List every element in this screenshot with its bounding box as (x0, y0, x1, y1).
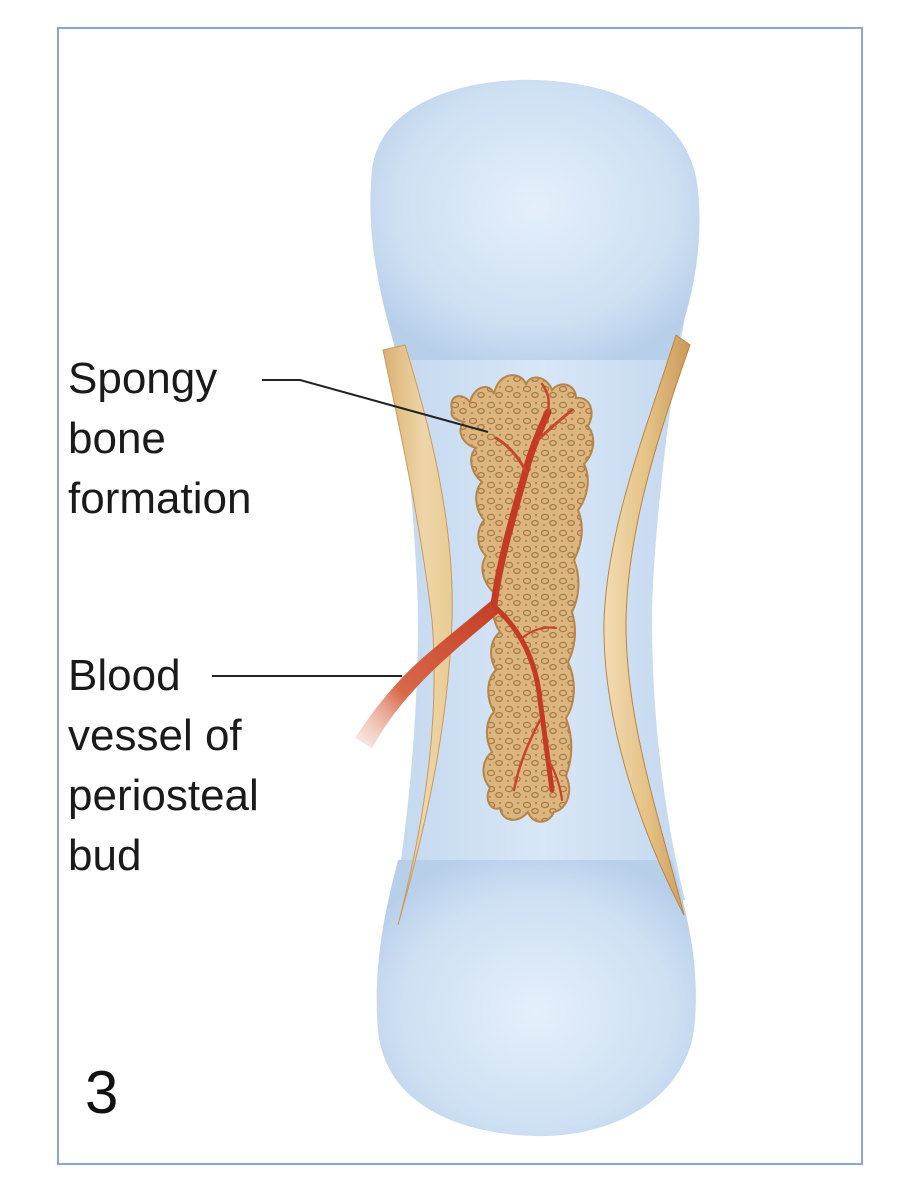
label-spongy-bone-formation: Spongy bone formation (68, 349, 251, 529)
blood-vessel-branch-down-left (512, 718, 542, 792)
blood-vessel-branch-mid (518, 626, 558, 642)
blood-vessel-branch-up-top (540, 382, 550, 414)
bone-collar-left (382, 344, 453, 926)
label-vessel-line-4: bud (68, 831, 142, 880)
cartilage-epiphysis-top (370, 79, 700, 361)
blood-vessel-branch-up-right (536, 408, 574, 442)
blood-vessel-branch-up (490, 408, 552, 608)
blood-vessel (355, 382, 574, 802)
leader-line-spongy-bone (262, 379, 489, 433)
label-spongy-line-1: Spongy (68, 354, 218, 403)
label-blood-vessel: Blood vessel of periosteal bud (68, 646, 259, 886)
blood-vessel-trunk (355, 600, 500, 748)
label-spongy-line-2: bone (68, 414, 166, 463)
label-vessel-line-2: vessel of (68, 711, 242, 760)
step-number: 3 (85, 1059, 119, 1126)
cartilage-epiphysis-bottom (376, 860, 696, 1137)
label-vessel-line-3: periosteal (68, 771, 259, 820)
blood-vessel-branch-up-left (494, 436, 528, 474)
bone-collar-right (603, 334, 691, 916)
spongy-bone-mass (450, 374, 595, 823)
label-vessel-line-1: Blood (68, 651, 181, 700)
blood-vessel-branch-down-right (546, 758, 564, 802)
label-spongy-line-3: formation (68, 474, 252, 523)
